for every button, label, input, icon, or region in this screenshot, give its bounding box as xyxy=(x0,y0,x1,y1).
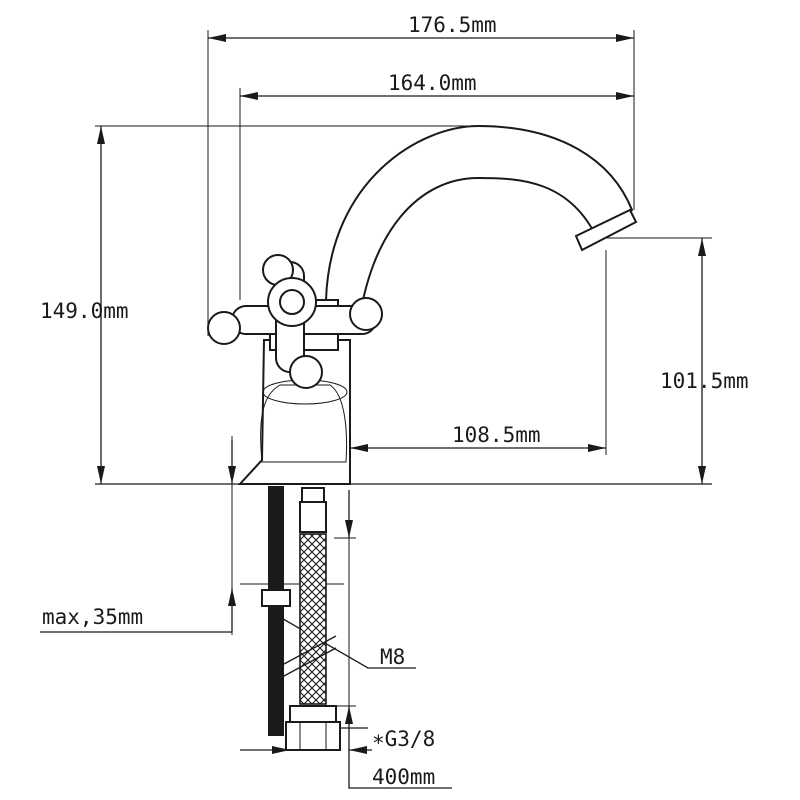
threaded-rod xyxy=(240,486,344,736)
label-spout-height: 101.5mm xyxy=(660,369,749,393)
label-spout-reach: 108.5mm xyxy=(452,423,541,447)
label-total-height: 149.0mm xyxy=(40,299,129,323)
label-spout-reach-top: 164.0mm xyxy=(388,71,477,95)
label-overall-width: 176.5mm xyxy=(408,13,497,37)
label-connector: ∗G3/8 xyxy=(372,727,435,751)
braided-hose xyxy=(283,487,341,751)
label-max-thickness: max,35mm xyxy=(42,605,143,629)
label-hose-length: 400mm xyxy=(372,765,435,789)
faucet-body xyxy=(207,124,638,485)
label-thread: M8 xyxy=(380,645,405,669)
dimension-lines xyxy=(40,34,706,789)
